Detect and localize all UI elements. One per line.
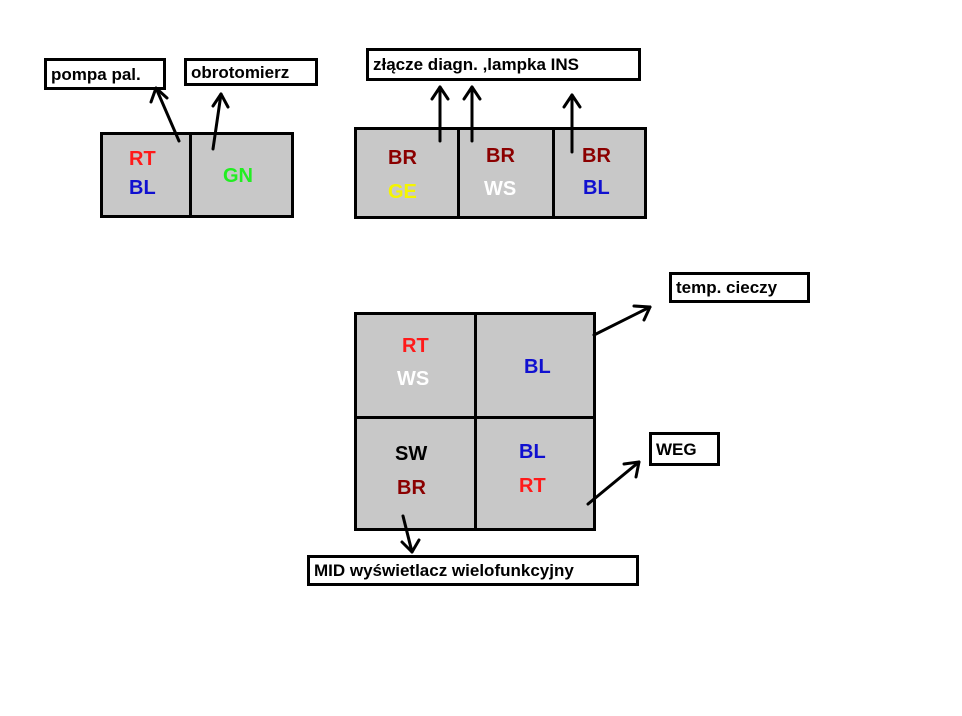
arrow-mid [401,514,414,554]
label-mid: MID wyświetlacz wielofunkcyjny [307,555,639,586]
wire-br: BR [486,145,515,167]
label-zlacze-diagn: złącze diagn. ,lampka INS [366,48,641,81]
arrow-zlacze-1-head [430,85,450,101]
connector-b-cell-3: BR BL [555,130,644,216]
connector-a-cell-1: RT BL [103,135,192,215]
connector-b: BR GE BR WS BR BL [354,127,647,219]
label-temp-cieczy: temp. cieczy [669,272,810,303]
arrow-weg [586,460,641,506]
label-weg: WEG [649,432,720,466]
wire-gn: GN [223,165,253,187]
wire-ws: WS [484,178,517,200]
connector-c-cell-top-right: BL [477,315,593,419]
wire-ge: GE [388,181,417,203]
arrow-pompa-head [149,86,169,104]
wire-bl: BL [524,356,551,378]
wire-br: BR [397,477,426,499]
arrow-temp-head [632,304,652,322]
wire-bl: BL [129,177,156,199]
connector-b-cell-2: BR WS [460,130,555,216]
connector-c-cell-bottom-left: SW BR [357,419,477,528]
arrow-temp [592,305,652,337]
wire-br: BR [582,145,611,167]
connector-c: RT WS BL SW BR BL RT [354,312,596,531]
arrow-mid-head [400,538,421,554]
arrow-obrotomierz [211,92,223,151]
arrow-zlacze-2-head [462,85,482,101]
wire-rt: RT [402,335,429,357]
wire-rt: RT [519,475,546,497]
wire-ws: WS [397,368,430,390]
arrow-pompa [154,86,181,143]
label-pompa-pal: pompa pal. [44,58,166,90]
connector-a-cell-2: GN [192,135,291,215]
connector-c-cell-bottom-right: BL RT [477,419,593,528]
arrow-zlacze-3-head [562,93,582,109]
wire-bl: BL [583,177,610,199]
connector-a: RT BL GN [100,132,294,218]
wire-sw: SW [395,443,428,465]
wire-bl: BL [519,441,546,463]
wire-rt: RT [129,148,156,170]
arrow-obrotomierz-head [211,92,230,109]
connector-b-cell-1: BR GE [357,130,460,216]
wire-br: BR [388,147,417,169]
arrow-weg-head [622,460,641,479]
label-obrotomierz: obrotomierz [184,58,318,86]
connector-c-cell-top-left: RT WS [357,315,477,419]
